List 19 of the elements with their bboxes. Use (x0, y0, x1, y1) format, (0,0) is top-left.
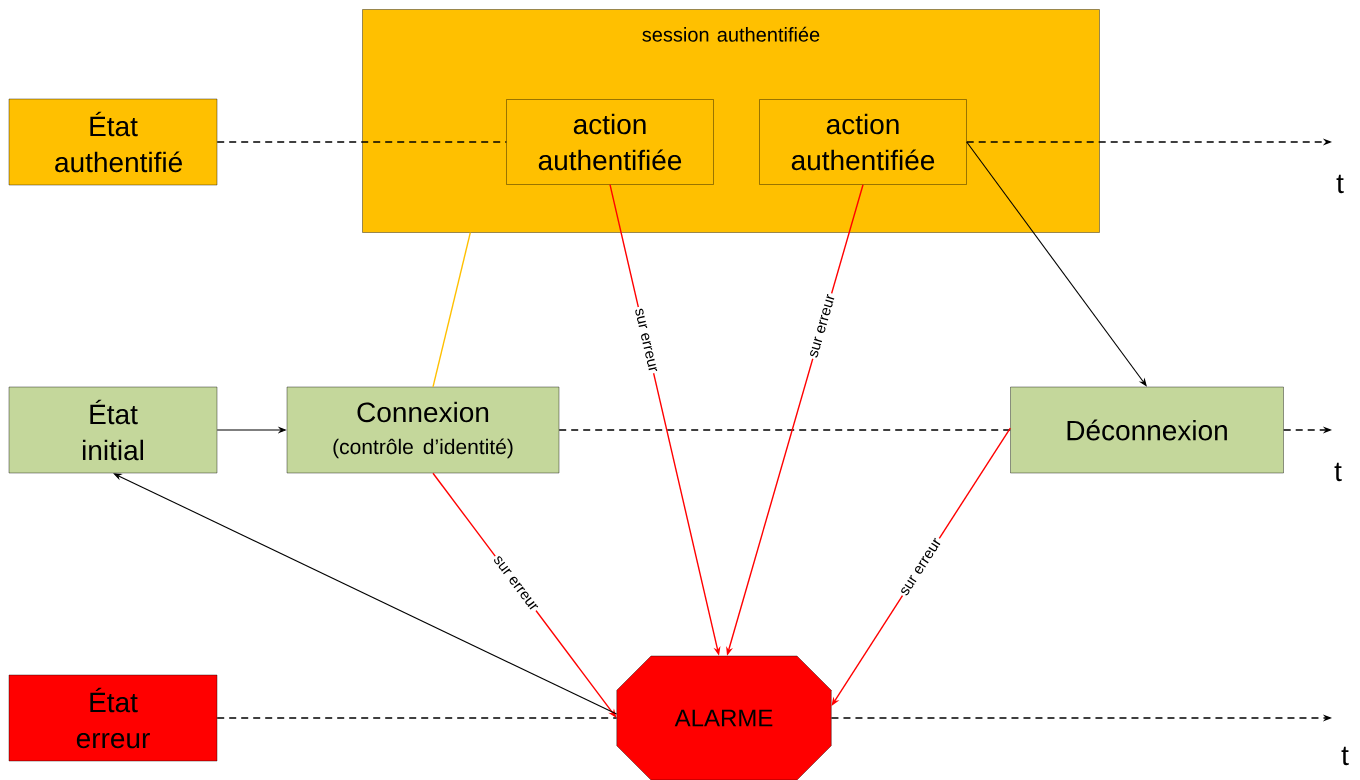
axis-label: t (1334, 462, 1342, 482)
dashed-timeline (216, 717, 618, 719)
arrow (113, 473, 618, 715)
process-box: Déconnexion (1010, 386, 1284, 474)
axis-label: t (1341, 746, 1349, 766)
edge-label: sur erreur (807, 291, 838, 361)
edge-label: sur erreur (632, 305, 660, 375)
state-box: État authentifié (8, 98, 218, 186)
action-box: action authentifiée (759, 99, 967, 185)
alarm-octagon: ALARME (616, 655, 832, 780)
state-box: État erreur (8, 674, 218, 762)
action-box: action authentifiée (506, 99, 714, 185)
process-box: Connexion (contrôle d’identité) (286, 386, 560, 474)
dashed-timeline (216, 141, 507, 143)
axis-label: t (1336, 174, 1344, 194)
arrow (966, 141, 1147, 387)
dashed-timeline (558, 429, 1011, 431)
state-box: État initial (8, 386, 218, 474)
connector-line (432, 232, 471, 388)
